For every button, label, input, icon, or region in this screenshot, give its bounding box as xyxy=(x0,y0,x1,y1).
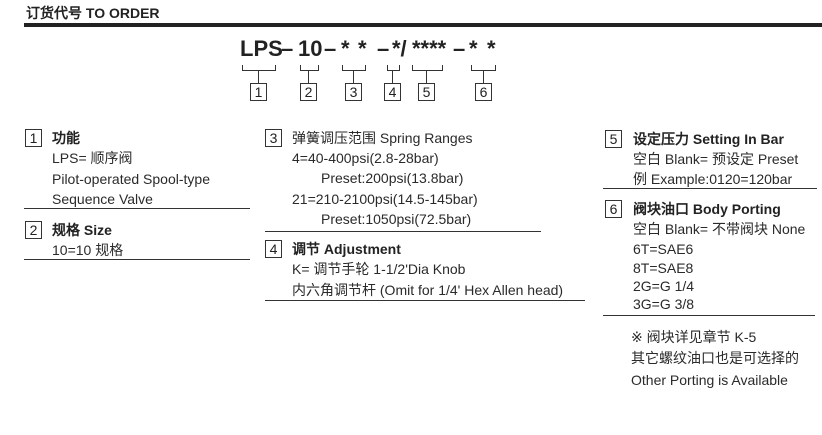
divider xyxy=(24,259,250,260)
code-bracket xyxy=(471,65,496,71)
section-line: Preset:1050psi(72.5bar) xyxy=(321,211,472,227)
section-line: K= 调节手轮 1-1/2'Dia Knob xyxy=(292,261,466,277)
code-part: */ xyxy=(392,36,407,61)
section-line: 空白 Blank= 预设定 Preset xyxy=(633,151,799,167)
section-line: 6T=SAE6 xyxy=(633,241,694,257)
section-line: Pilot-operated Spool-type xyxy=(52,171,210,187)
bracket-stem xyxy=(483,71,484,83)
code-number: 6 xyxy=(475,83,492,101)
section-line: 10=10 规格 xyxy=(52,242,124,258)
section-line: Preset:200psi(13.8bar) xyxy=(321,170,464,186)
code-bracket xyxy=(342,65,366,71)
section-number: 6 xyxy=(605,200,622,218)
code-part: LPS xyxy=(240,36,283,61)
bracket-stem xyxy=(308,71,309,83)
code-part: * xyxy=(341,36,350,61)
section-number: 4 xyxy=(265,240,282,258)
section-line: 空白 Blank= 不带阀块 None xyxy=(633,221,806,237)
section-title: 设定压力 Setting In Bar xyxy=(633,131,784,147)
divider xyxy=(24,208,250,209)
bracket-stem xyxy=(353,71,354,83)
note-line: 其它螺纹油口也是可选择的 xyxy=(631,350,799,366)
section-line: 4=40-400psi(2.8-28bar) xyxy=(292,150,439,166)
section-line: Sequence Valve xyxy=(52,191,153,207)
section-title: 功能 xyxy=(52,130,80,146)
divider xyxy=(603,315,815,316)
title-divider xyxy=(24,23,822,27)
divider xyxy=(265,300,585,301)
code-part: * xyxy=(469,36,478,61)
section-number: 3 xyxy=(265,129,282,147)
divider xyxy=(265,231,541,232)
code-bracket xyxy=(242,65,276,71)
code-number: 5 xyxy=(418,83,435,101)
code-part: 10 xyxy=(298,36,323,61)
code-bracket xyxy=(300,65,319,71)
section-line: 8T=SAE8 xyxy=(633,260,694,276)
code-part: **** xyxy=(412,36,447,61)
section-title: 规格 Size xyxy=(52,222,112,238)
section-line: LPS= 顺序阀 xyxy=(52,150,133,166)
code-number: 1 xyxy=(250,83,267,101)
section-line: 例 Example:0120=120bar xyxy=(633,171,793,187)
code-part: * xyxy=(487,36,496,61)
divider xyxy=(603,188,817,189)
section-title: 弹簧调压范围 Spring Ranges xyxy=(292,130,473,146)
section-title: 订货代号 TO ORDER xyxy=(26,5,160,21)
section-number: 5 xyxy=(605,130,622,148)
note-line: ※ 阀块详见章节 K-5 xyxy=(631,329,757,345)
section-number: 1 xyxy=(25,129,42,147)
code-number: 3 xyxy=(345,83,362,101)
code-part: – xyxy=(377,36,390,61)
code-part: – xyxy=(324,36,337,61)
code-number: 2 xyxy=(300,83,317,101)
code-part: * xyxy=(358,36,367,61)
section-line: 21=210-2100psi(14.5-145bar) xyxy=(292,191,478,207)
code-bracket xyxy=(387,65,400,71)
code-bracket xyxy=(412,65,443,71)
code-part: – xyxy=(453,36,466,61)
code-part: – xyxy=(281,36,294,61)
bracket-stem xyxy=(258,71,259,83)
section-line: 内六角调节杆 (Omit for 1/4' Hex Allen head) xyxy=(292,282,564,298)
section-line: 3G=G 3/8 xyxy=(633,296,695,312)
bracket-stem xyxy=(392,71,393,83)
note-line: Other Porting is Available xyxy=(631,372,788,388)
bracket-stem xyxy=(426,71,427,83)
section-title: 阀块油口 Body Porting xyxy=(633,201,781,217)
code-number: 4 xyxy=(384,83,401,101)
section-number: 2 xyxy=(25,221,42,239)
section-line: 2G=G 1/4 xyxy=(633,278,695,294)
section-title: 调节 Adjustment xyxy=(292,241,401,257)
